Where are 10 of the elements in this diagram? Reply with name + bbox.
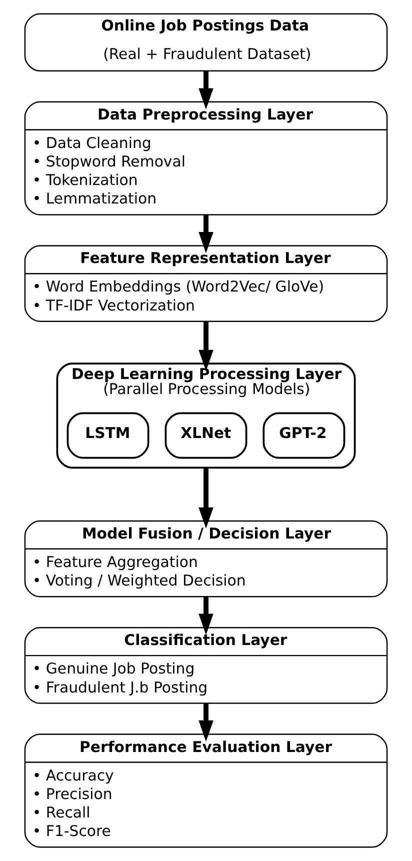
arrow	[198, 71, 214, 110]
arrow	[198, 468, 214, 528]
arrow	[198, 322, 214, 372]
node-box: XLNet	[164, 412, 248, 459]
arrow	[198, 597, 214, 635]
node-box: LSTM	[66, 412, 150, 459]
arrow	[198, 704, 214, 742]
node-box: GPT-2	[262, 412, 346, 459]
node-box: Online Job Postings Data (Real + Fraudulent Dataset)	[24, 13, 388, 72]
arrow	[198, 214, 214, 254]
